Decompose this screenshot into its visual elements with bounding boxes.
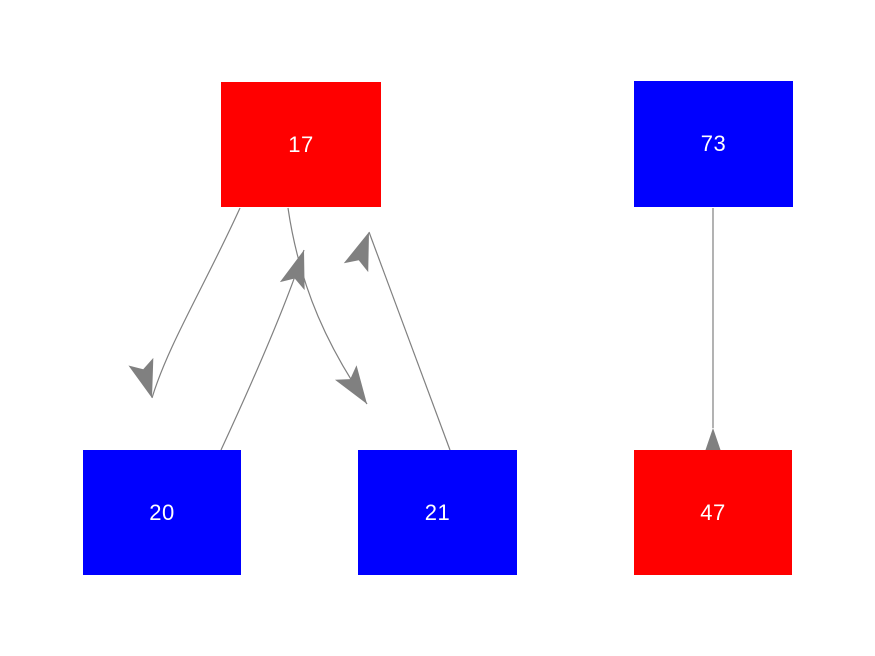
node-label: 20 [149,499,175,525]
graph-node-21[interactable]: 21 [358,450,517,575]
graph-node-20[interactable]: 20 [83,450,241,575]
arrowhead-17-to-20 [128,357,154,398]
graph-edge-17-to-20 [151,207,241,399]
node-label: 47 [700,499,726,525]
graph-node-73[interactable]: 73 [634,81,793,207]
arrowhead-17-to-21 [334,365,367,404]
arrowhead-20-to-17 [279,250,305,291]
graph-edge-21-to-17 [368,231,451,451]
arrowhead-21-to-17 [343,232,369,273]
node-label: 17 [288,131,314,157]
graph-edge-20-to-17 [220,249,305,451]
node-label: 21 [424,499,451,525]
node-label: 73 [700,131,727,156]
graph-node-17[interactable]: 17 [221,82,381,207]
graph-node-47[interactable]: 47 [634,450,792,575]
